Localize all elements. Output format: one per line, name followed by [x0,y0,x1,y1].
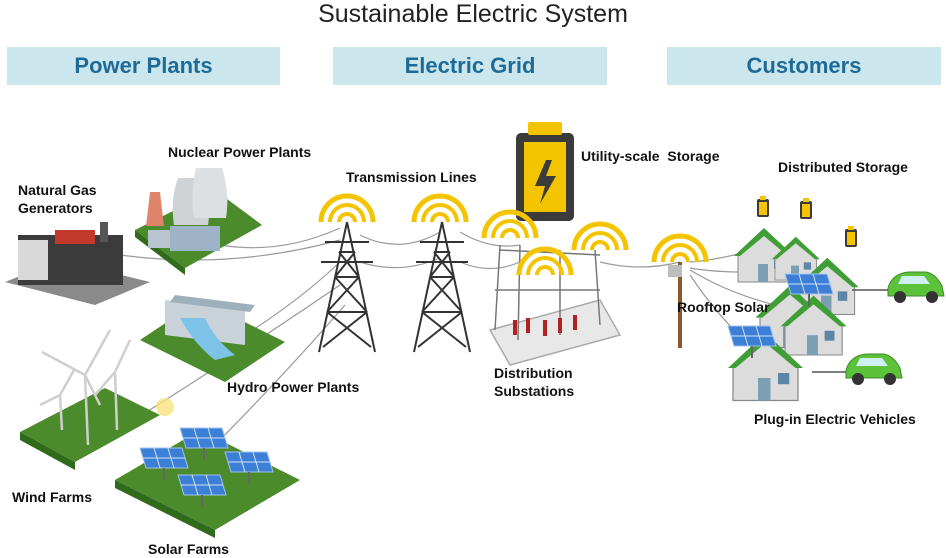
label-solar-farms: Solar Farms [148,541,229,557]
label-wind: Wind Farms [12,489,92,505]
label-transmission: Transmission Lines [346,169,477,185]
label-natural-gas-line1: Natural Gas [18,182,97,198]
label-ev: Plug-in Electric Vehicles [754,411,916,427]
label-distribution-line2: Substations [494,383,575,399]
utility-pole [668,262,682,348]
section-customers-label: Customers [746,53,862,78]
label-distribution-line1: Distribution [494,365,573,381]
electric-vehicles [812,271,945,386]
label-rooftop-solar: Rooftop Solar [677,299,770,315]
utility-battery [516,122,574,221]
nuclear-power-plant [135,168,262,275]
label-hydro: Hydro Power Plants [227,379,360,395]
label-utility-storage: Utility-scale Storage [581,148,720,164]
label-distribution: Distribution Substations [494,364,574,400]
label-distributed-storage: Distributed Storage [778,159,908,175]
solar-farm [115,427,300,538]
diagram-title: Sustainable Electric System [318,0,628,28]
label-natural-gas: Natural Gas Generators [18,181,97,217]
section-power-plants-label: Power Plants [74,53,213,78]
distribution-substation [488,244,622,366]
label-natural-gas-line2: Generators [18,200,93,216]
section-power-plants: Power Plants [7,47,280,85]
label-nuclear: Nuclear Power Plants [168,144,312,160]
section-electric-grid: Electric Grid [333,47,607,85]
hydro-power-plant [140,295,285,382]
section-electric-grid-label: Electric Grid [404,53,536,78]
wind-farm [20,329,174,470]
natural-gas-generator [5,222,150,305]
section-customers: Customers [667,47,941,85]
